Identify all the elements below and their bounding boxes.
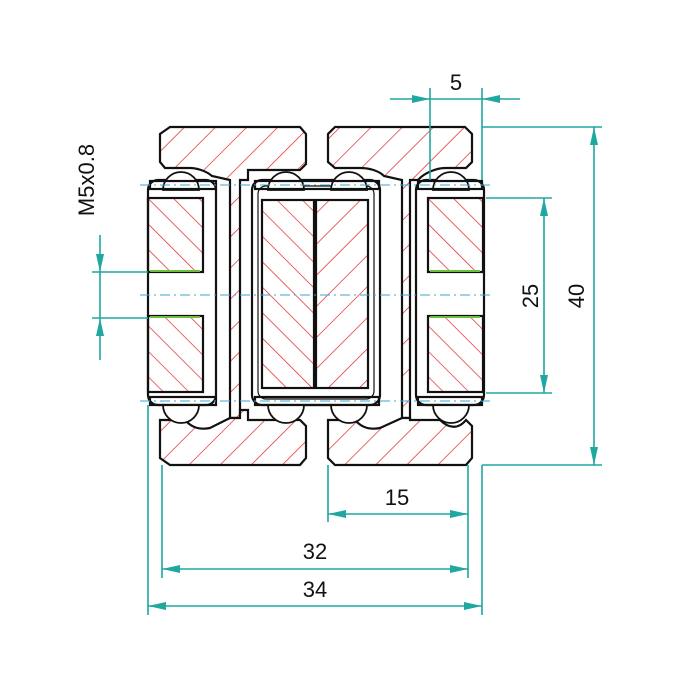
top-left-plate (158, 125, 308, 420)
right-link-lower (426, 314, 485, 394)
dim-half-width-label: 15 (385, 485, 409, 510)
dim-top-width (390, 88, 520, 180)
dim-overall-width-label: 34 (303, 577, 327, 602)
dim-thread (92, 235, 148, 360)
dim-overall-width (147, 405, 483, 615)
center-link-inner-frame (257, 185, 375, 400)
bottom-right-plate (326, 416, 474, 467)
dim-thread-label: M5x0.8 (74, 144, 99, 216)
left-link-lower (146, 314, 205, 394)
center-link-left (260, 198, 316, 390)
dim-top-width-label: 5 (450, 70, 462, 95)
dim-inner-width (161, 465, 469, 578)
dim-inner-height-label: 25 (518, 284, 543, 308)
dim-inner-width-label: 32 (303, 539, 327, 564)
center-link-right (314, 198, 370, 390)
dim-outer-height (482, 126, 602, 466)
left-link-upper (146, 196, 205, 274)
right-link-upper (426, 196, 485, 274)
bottom-left-plate (158, 408, 308, 467)
dim-inner-height (486, 197, 552, 394)
dim-half-width (327, 465, 469, 522)
dim-outer-height-label: 40 (564, 284, 589, 308)
